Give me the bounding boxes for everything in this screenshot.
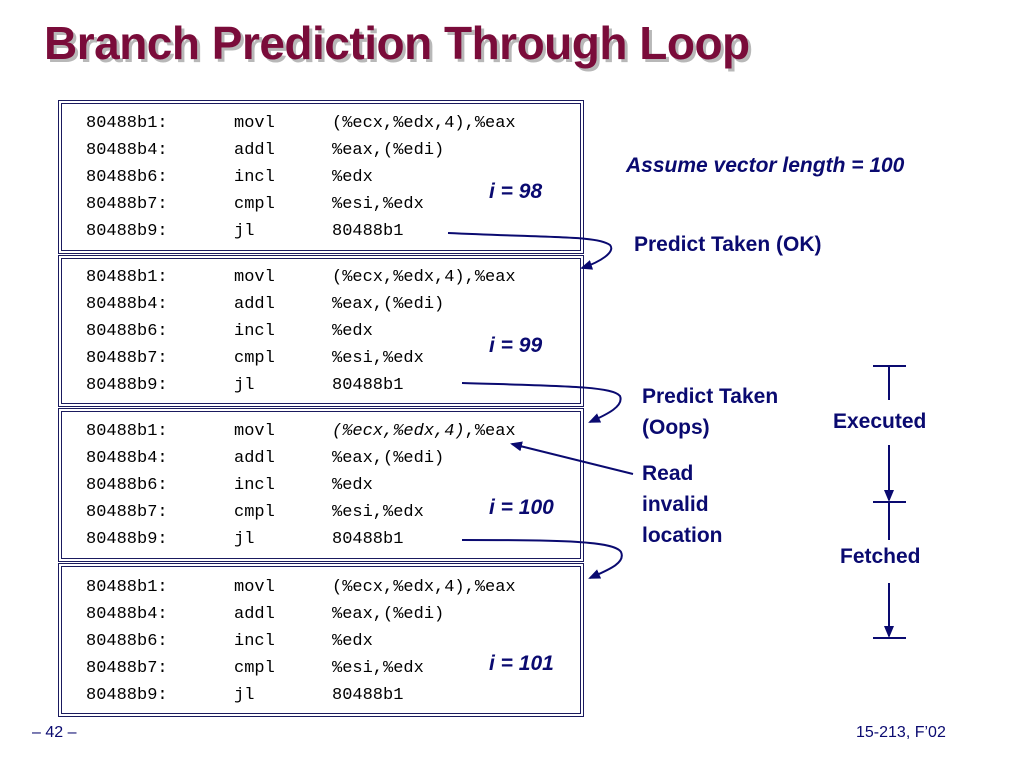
code-block-3: 80488b1:movl(%ecx,%edx,4),%eax 80488b4:a… — [58, 408, 584, 562]
iteration-label-98: i = 98 — [489, 180, 543, 203]
predict-ok-arrow — [447, 232, 613, 270]
legend-fetched: Fetched — [840, 545, 921, 568]
code-block-4: 80488b1:movl(%ecx,%edx,4),%eax 80488b4:a… — [58, 563, 584, 717]
slide-title: Branch Prediction Through Loop — [44, 17, 750, 69]
fall-through-arrow — [461, 539, 623, 579]
assumption-note: Assume vector length = 100 — [626, 154, 905, 177]
read-invalid-label: Read invalid location — [642, 462, 723, 547]
course-label: 15-213, F’02 — [856, 724, 946, 741]
predict-ok-label: Predict Taken (OK) — [634, 233, 822, 256]
predict-oops-label: Predict Taken (Oops) — [642, 385, 779, 439]
iteration-label-100: i = 100 — [489, 496, 554, 519]
iteration-label-101: i = 101 — [489, 652, 554, 675]
predict-oops-arrow — [461, 382, 622, 423]
code-block-1: 80488b1:movl(%ecx,%edx,4),%eax 80488b4:a… — [58, 100, 584, 254]
iteration-label-99: i = 99 — [489, 334, 543, 357]
read-invalid-arrow — [510, 441, 634, 475]
code-block-2: 80488b1:movl(%ecx,%edx,4),%eax 80488b4:a… — [58, 255, 584, 407]
legend-executed: Executed — [833, 410, 927, 433]
page-number: – 42 – — [32, 724, 77, 741]
invalid-address-operand: (%ecx,%edx,4) — [332, 422, 465, 441]
